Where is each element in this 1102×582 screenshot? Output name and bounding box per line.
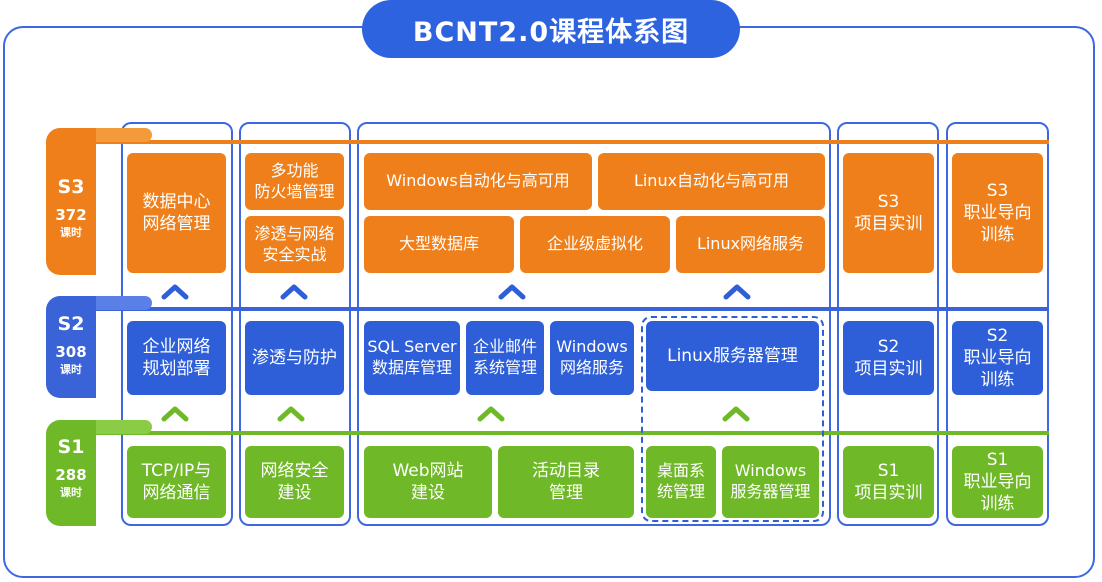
course-linux-ha[interactable]: Linux自动化与高可用 [598,153,825,210]
level-hours: 372 [55,206,87,224]
level-tab-s3: S3 372 课时 [46,128,152,275]
level-hours: 308 [55,343,87,361]
tab-flap [96,296,152,310]
course-windows-ha[interactable]: Windows自动化与高可用 [364,153,592,210]
level-bar-s1 [95,431,1049,435]
course-s3-project[interactable]: S3 项目实训 [843,153,934,273]
level-unit: 课时 [60,226,82,239]
level-bar-s3 [95,140,1049,144]
course-s3-career[interactable]: S3 职业导向 训练 [952,153,1043,273]
course-enterprise-virtualization[interactable]: 企业级虚拟化 [520,216,670,273]
level-tab-s1: S1 288 课时 [46,420,152,526]
chevron-up-icon [161,406,189,422]
course-large-database[interactable]: 大型数据库 [364,216,514,273]
chevron-up-icon [280,284,308,300]
course-datacenter-network[interactable]: 数据中心 网络管理 [127,153,226,273]
chevron-up-icon [722,406,750,422]
course-s1-project[interactable]: S1 项目实训 [843,446,934,518]
course-web-site[interactable]: Web网站 建设 [364,446,492,518]
course-desktop-system[interactable]: 桌面系 统管理 [646,446,716,518]
course-active-directory[interactable]: 活动目录 管理 [498,446,634,518]
course-network-security[interactable]: 网络安全 建设 [245,446,344,518]
course-s2-project[interactable]: S2 项目实训 [843,321,934,395]
course-linux-network-services[interactable]: Linux网络服务 [676,216,825,273]
tab-flap [96,128,152,142]
course-linux-server[interactable]: Linux服务器管理 [646,321,819,391]
level-unit: 课时 [60,486,82,499]
level-label: S1 [57,436,85,458]
level-hours: 288 [55,466,87,484]
course-network-planning[interactable]: 企业网络 规划部署 [127,321,226,395]
course-s1-career[interactable]: S1 职业导向 训练 [952,446,1043,518]
course-sql-server[interactable]: SQL Server 数据库管理 [364,321,460,395]
tab-flap [96,420,152,434]
level-label: S2 [57,313,85,335]
chevron-up-icon [723,284,751,300]
chevron-up-icon [477,406,505,422]
level-tab-s2: S2 308 课时 [46,296,152,398]
course-windows-server[interactable]: Windows 服务器管理 [722,446,819,518]
course-firewall[interactable]: 多功能 防火墙管理 [245,153,344,210]
course-mail-system[interactable]: 企业邮件 系统管理 [466,321,544,395]
course-windows-network[interactable]: Windows 网络服务 [550,321,634,395]
level-label: S3 [57,176,85,198]
level-unit: 课时 [60,363,82,376]
course-pentest-practice[interactable]: 渗透与网络 安全实战 [245,216,344,273]
course-penetration-defense[interactable]: 渗透与防护 [245,321,344,395]
course-tcpip[interactable]: TCP/IP与 网络通信 [127,446,226,518]
chevron-up-icon [498,284,526,300]
level-bar-s2 [95,307,1049,311]
chevron-up-icon [161,284,189,300]
page-title: BCNT2.0课程体系图 [362,0,740,58]
course-s2-career[interactable]: S2 职业导向 训练 [952,321,1043,395]
linux-track-group [641,316,824,522]
chevron-up-icon [277,406,305,422]
